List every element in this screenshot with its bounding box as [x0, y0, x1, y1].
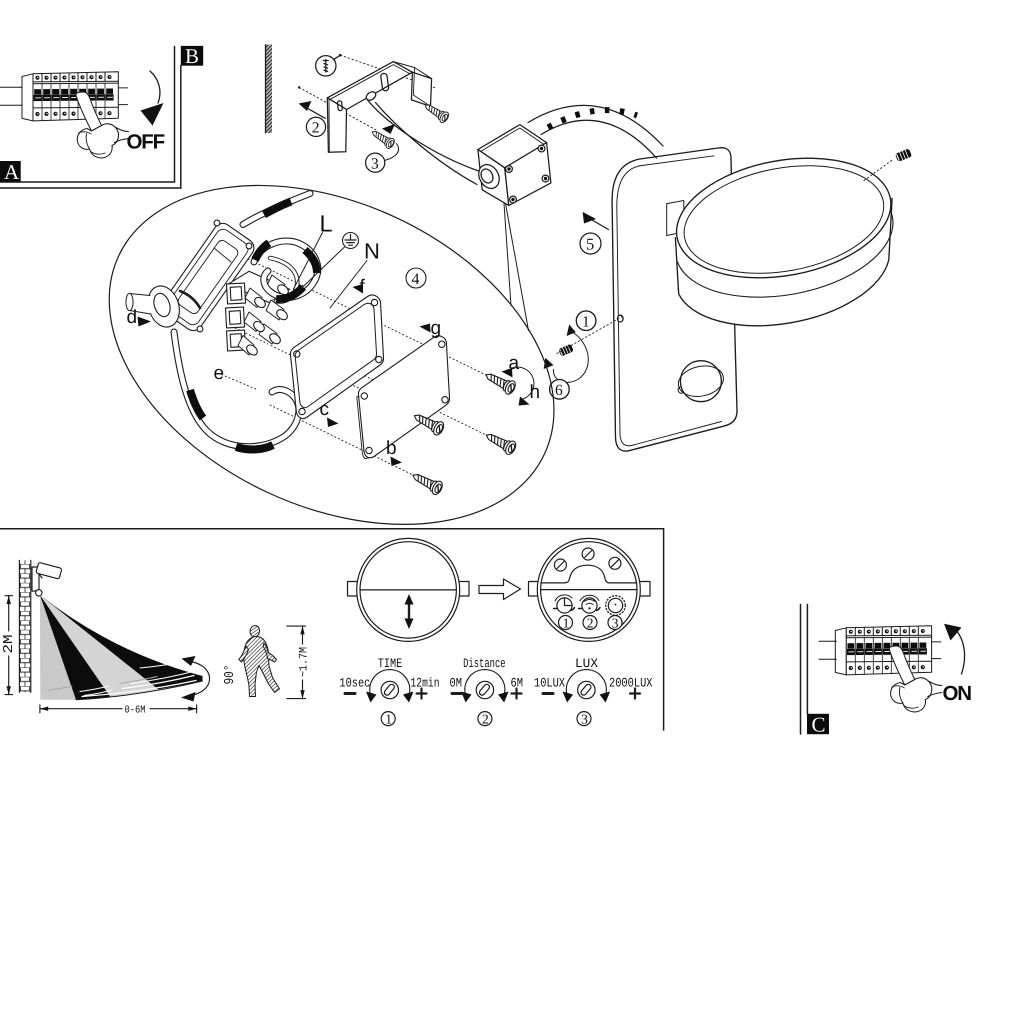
svg-text:~1.7M: ~1.7M: [298, 647, 311, 677]
svg-text:0M: 0M: [450, 676, 463, 691]
svg-text:0-6M: 0-6M: [125, 704, 146, 716]
svg-text:h: h: [530, 382, 541, 403]
svg-text:g: g: [431, 318, 442, 339]
svg-text:C: C: [812, 713, 826, 737]
svg-text:1: 1: [385, 712, 392, 727]
svg-text:2: 2: [482, 712, 489, 727]
svg-text:5: 5: [586, 235, 594, 254]
svg-text:4: 4: [412, 271, 420, 288]
svg-text:3: 3: [371, 155, 379, 172]
svg-text:2: 2: [312, 120, 320, 137]
svg-text:c: c: [320, 399, 330, 420]
svg-text:Distance: Distance: [463, 656, 506, 671]
svg-text:2000LUX: 2000LUX: [609, 676, 653, 691]
svg-text:2M: 2M: [2, 635, 17, 654]
svg-text:10LUX: 10LUX: [534, 676, 565, 691]
svg-text:90°: 90°: [223, 665, 238, 685]
svg-text:1: 1: [582, 314, 590, 331]
svg-text:OFF: OFF: [127, 131, 165, 154]
svg-text:10sec: 10sec: [339, 676, 370, 691]
svg-text:N: N: [364, 239, 381, 264]
svg-text:3: 3: [581, 712, 588, 727]
svg-text:6: 6: [555, 382, 563, 399]
svg-text:1: 1: [563, 615, 570, 630]
svg-text:TIME: TIME: [378, 656, 403, 671]
svg-text:A: A: [4, 160, 20, 184]
svg-text:a: a: [509, 353, 520, 374]
svg-text:6M: 6M: [511, 676, 524, 691]
svg-text:ON: ON: [943, 682, 972, 705]
svg-text:3: 3: [612, 615, 619, 630]
svg-text:B: B: [185, 44, 199, 68]
svg-text:LUX: LUX: [575, 656, 598, 671]
svg-text:d: d: [127, 307, 138, 328]
svg-text:12min: 12min: [411, 676, 440, 691]
svg-text:L: L: [320, 211, 333, 237]
svg-text:e: e: [214, 363, 225, 384]
svg-text:2: 2: [587, 615, 594, 630]
svg-text:b: b: [386, 438, 397, 459]
